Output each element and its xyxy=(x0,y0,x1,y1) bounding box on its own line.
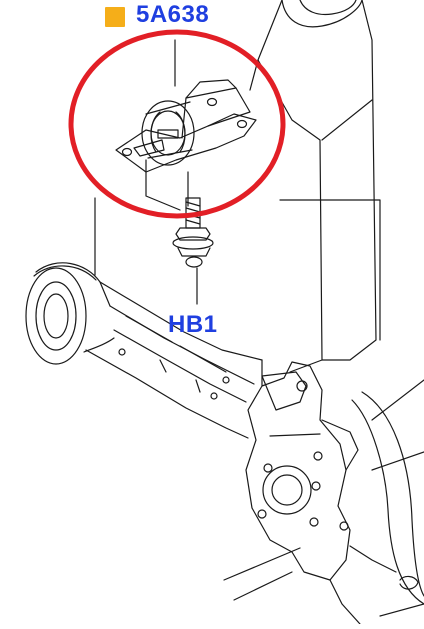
bolt-hb1-drawing xyxy=(172,197,214,268)
part-label-hb1[interactable]: HB1 xyxy=(168,311,218,338)
knuckle xyxy=(223,359,397,625)
body-frame xyxy=(249,0,377,373)
backing-plate xyxy=(351,379,424,617)
leader-lines xyxy=(94,39,381,341)
control-arm xyxy=(25,262,263,439)
orange-square-marker-icon xyxy=(105,7,125,27)
part-label-5a638[interactable]: 5A638 xyxy=(136,1,210,28)
bushing-bracket xyxy=(115,79,257,173)
highlight-circle xyxy=(68,29,286,219)
